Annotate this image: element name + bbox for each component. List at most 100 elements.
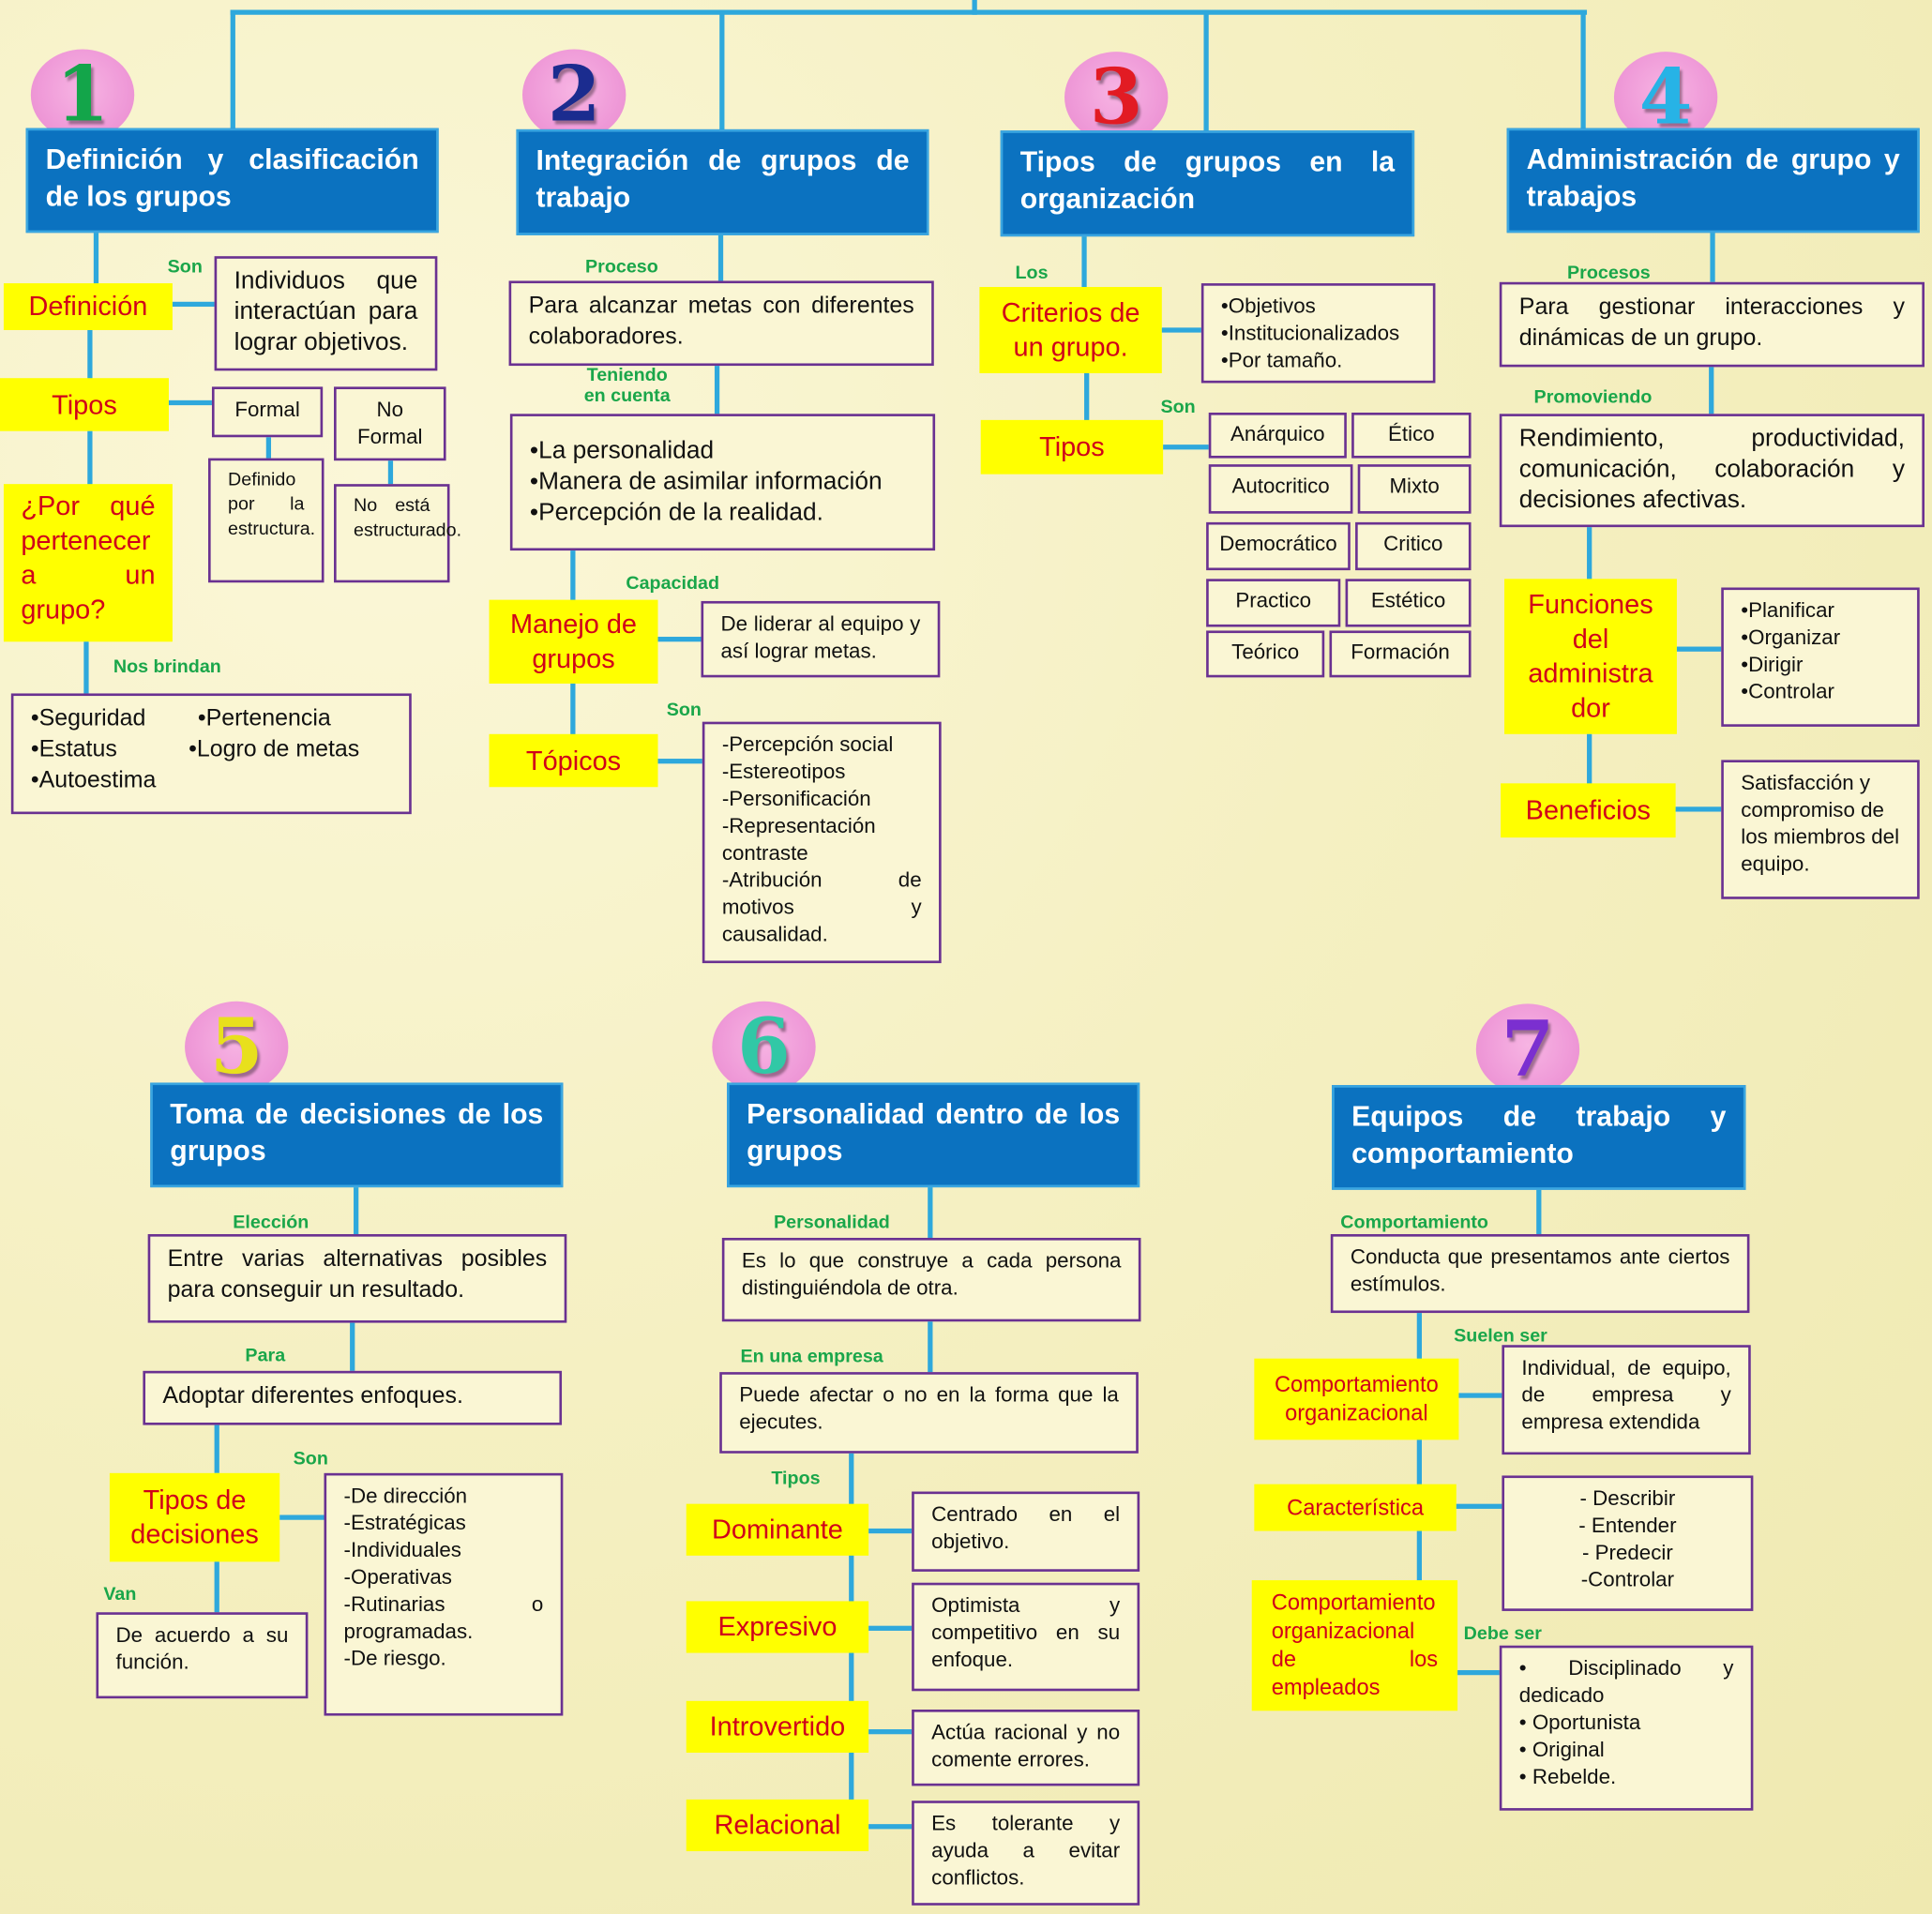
beneficios-grupo-box: •Seguridad •Pertenencia •Estatus •Logro … [10,693,412,815]
adoptar-box: Adoptar diferentes enfoques. [143,1370,563,1425]
connector [1084,372,1090,422]
introvertido-box: Actúa racional y no comente errores. [912,1709,1140,1786]
dominante-box: Centrado en el objetivo. [912,1491,1140,1572]
tipo-grupo-cell: Anárquico [1208,412,1347,459]
comp-empleados-label: Comportamiento organizacional de los emp… [1251,1580,1458,1711]
section-4-title: Administración de grupo y trabajos [1506,128,1920,234]
section-2-number: 2 [522,49,626,141]
label-procesos: Procesos [1567,262,1651,284]
tipo-grupo-cell: Teórico [1206,630,1325,678]
connector [87,329,93,380]
connector [717,234,724,282]
connector [657,759,705,764]
label-van: Van [103,1584,137,1605]
label-son: Son [293,1448,328,1469]
connector [928,1321,933,1374]
top-connector [230,9,235,131]
connector [1710,233,1715,284]
connector [928,1187,933,1240]
promoviendo-box: Rendimiento, productividad, comunicación… [1499,414,1924,528]
empresa-box: Puede afectar o no en la forma que la ej… [719,1372,1139,1454]
caracteristica-box: - Describir - Entender - Predecir -Contr… [1502,1475,1754,1611]
connector [1675,806,1723,812]
top-connector [1580,9,1586,131]
connector [83,641,89,697]
label-nos-brindan: Nos brindan [113,656,221,678]
section-1-number: 1 [30,49,135,141]
tipo-grupo-cell: Mixto [1357,464,1472,514]
dominante-label: Dominante [686,1503,869,1556]
label-teniendo: Teniendo en cuenta [583,364,671,407]
top-connector [972,0,977,15]
top-connector [1203,9,1209,133]
liderar-box: De liderar al equipo y así lograr metas. [701,600,941,678]
teniendo-box: •La personalidad •Manera de asimilar inf… [509,414,936,551]
topicos-label: Tópicos [489,733,658,788]
eleccion-box: Entre varias alternativas posibles para … [147,1234,567,1323]
connector [868,1824,913,1830]
manejo-label: Manejo de grupos [489,599,658,684]
label-los: Los [1015,262,1049,284]
section-2-title: Integración de grupos de trabajo [516,128,929,235]
tipo-grupo-cell: Autocritico [1208,464,1353,514]
introvertido-label: Introvertido [686,1700,869,1753]
section-4-number: 4 [1613,52,1718,143]
tipo-grupo-cell: Critico [1355,521,1472,571]
criterios-box: •Objetivos •Institucionalizados •Por tam… [1200,283,1436,384]
expresivo-box: Optimista y competitivo en su enfoque. [912,1582,1140,1692]
personalidad-box: Es lo que construye a cada persona disti… [721,1237,1141,1322]
caracteristica-label: Característica [1254,1484,1457,1531]
connector [1587,527,1592,580]
label-comportamiento: Comportamiento [1340,1212,1488,1233]
connector [168,399,214,406]
section-6-number: 6 [712,1001,816,1093]
relacional-box: Es tolerante y ayuda a evitar conflictos… [912,1801,1140,1906]
label-son: Son [666,700,702,721]
label-debe-ser: Debe ser [1463,1623,1542,1645]
definicion-box: Individuos que interactúan para lograr o… [214,256,438,371]
topicos-box: -Percepción social -Estereotipos -Person… [702,721,942,964]
label-tipos: Tipos [771,1468,821,1489]
connector [279,1515,327,1520]
connector [265,437,272,459]
top-connector [719,9,725,131]
comportamiento-box: Conducta que presentamos ante ciertos es… [1330,1234,1750,1314]
beneficios-box: Satisfacción y compromiso de los miembro… [1721,760,1920,899]
proceso-box: Para alcanzar metas con diferentes colab… [508,280,934,367]
section-1-title: Definición y clasificación de los grupos [25,128,439,234]
definicion-label: Definición [3,283,173,330]
relacional-label: Relacional [686,1799,869,1852]
tipos-decisiones-label: Tipos de decisiones [109,1472,280,1562]
connector [868,1625,913,1631]
beneficios-label: Beneficios [1501,783,1676,838]
porque-label: ¿Por qué pertenecer a un grupo? [3,484,173,642]
definido-box: Definido por la estructura. [208,458,325,583]
connector [214,1561,219,1614]
connector [1709,367,1714,415]
label-promoviendo: Promoviendo [1533,386,1653,408]
acuerdo-box: De acuerdo a su función. [96,1612,309,1699]
debe-box: • Disciplinado y dedicado • Oportunista … [1499,1645,1754,1811]
section-7-title: Equipos de trabajo y comportamiento [1332,1085,1746,1190]
tipo-grupo-cell: Practico [1206,579,1341,627]
label-capacidad: Capacidad [626,572,720,595]
connector [1416,1313,1423,1621]
criterios-label: Criterios de un grupo. [979,287,1162,373]
label-proceso: Proceso [585,256,658,278]
section-5-title: Toma de decisiones de los grupos [150,1082,564,1188]
connector [657,637,702,642]
tipo-grupo-cell: Estético [1345,579,1472,627]
section-5-number: 5 [185,1001,289,1093]
section-6-title: Personalidad dentro de los grupos [727,1082,1140,1188]
suelen-box: Individual, de equipo, de empresa y empr… [1502,1345,1751,1455]
connector [1536,1189,1542,1236]
no-formal-box: No Formal [334,386,446,461]
procesos-box: Para gestionar interacciones y dinámicas… [1499,281,1924,368]
connector [387,460,394,486]
connector [868,1528,913,1534]
tipo-grupo-cell: Formación [1329,630,1472,678]
no-estructurado-box: No está estructurado. [334,484,461,583]
connector [1081,236,1087,289]
connector [1457,1669,1502,1676]
